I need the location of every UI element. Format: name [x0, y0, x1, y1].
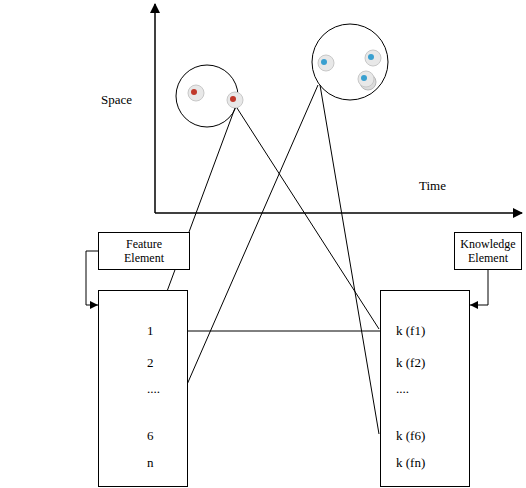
knowledge-item: k (f6)	[396, 428, 425, 444]
box-title: Knowledge Element	[459, 237, 517, 265]
feature-list-box: 1 2.... 6 n	[98, 290, 188, 487]
space-axis	[154, 4, 156, 213]
link-line	[188, 331, 380, 332]
mapping-line	[237, 108, 379, 329]
feature-index: 6	[147, 428, 154, 444]
knowledge-item: k (f1)	[396, 323, 425, 339]
axis-label: Time	[418, 178, 447, 194]
feature-index: 1	[147, 323, 154, 339]
arrow-connector	[470, 270, 488, 305]
box-title: Feature Element	[114, 237, 174, 265]
feature-index: 2	[147, 355, 154, 371]
red-point	[227, 92, 243, 108]
mapping-line	[320, 85, 379, 434]
blue-point	[318, 55, 334, 71]
text-wrap: Feature Element	[114, 237, 174, 265]
time-axis	[155, 212, 522, 214]
blue-cluster	[312, 24, 388, 100]
knowledge-element-box: Knowledge Element	[454, 232, 522, 270]
feature-index: n	[147, 455, 154, 471]
axis-label: Space	[100, 92, 133, 108]
red-point	[188, 85, 204, 101]
knowledge-item: ....	[396, 381, 409, 397]
arrow-connector	[86, 251, 98, 305]
text-wrap: Knowledge Element	[459, 237, 517, 265]
mapping-line	[168, 85, 318, 428]
blue-point	[358, 71, 376, 90]
knowledge-item: k (f2)	[396, 355, 425, 371]
feature-element-box: Feature Element	[98, 232, 190, 270]
knowledge-item: k (fn)	[396, 455, 425, 471]
knowledge-list-box: k (f1) k (f2).... k (f6) k (fn)	[380, 290, 470, 487]
feature-index: ....	[147, 381, 160, 397]
blue-point	[365, 50, 381, 66]
